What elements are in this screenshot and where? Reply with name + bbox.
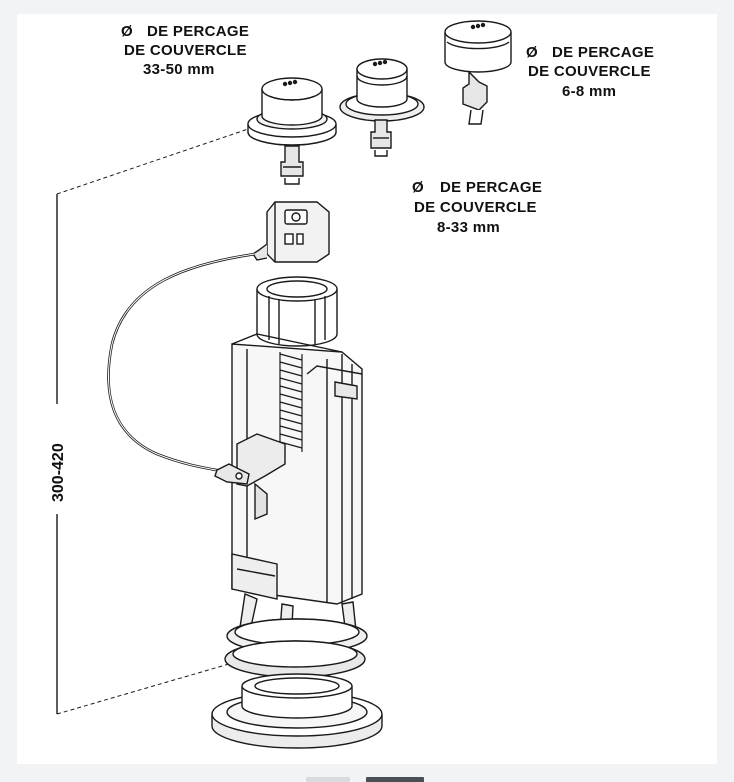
callout-c: Ø DE PERCAGE DE COUVERCLE 8-33 mm (412, 179, 542, 236)
seal-rings (224, 618, 368, 678)
diagram-canvas: Ø DE PERCAGE DE COUVERCLE 33-50 mm Ø DE … (17, 14, 717, 764)
callout-c-range: 8-33 mm (437, 219, 500, 236)
flush-cable-highlight (107, 253, 256, 473)
callout-a-symbol: Ø (121, 23, 133, 40)
callout-a-range: 33-50 mm (143, 61, 215, 78)
callout-a: Ø DE PERCAGE DE COUVERCLE 33-50 mm (121, 23, 249, 78)
valve-body (231, 333, 363, 605)
gallery-thumbnail-2-active[interactable] (366, 777, 424, 782)
viewer-bottom-bar (0, 764, 734, 782)
dimension-label-mask (48, 404, 66, 514)
dimension-extension-bottom (56, 663, 230, 715)
callout-a-line1: DE PERCAGE (147, 23, 249, 40)
callout-c-symbol: Ø (412, 179, 424, 196)
push-button-b (444, 20, 512, 125)
height-dimension-label: 300-420 (50, 443, 67, 502)
callout-b-symbol: Ø (526, 44, 538, 61)
valve-spring (279, 352, 303, 452)
callout-b-line2: DE COUVERCLE (528, 63, 651, 80)
callout-b-line1: DE PERCAGE (552, 44, 654, 61)
push-button-c (339, 58, 425, 157)
callout-b: Ø DE PERCAGE DE COUVERCLE 6-8 mm (526, 44, 654, 100)
push-button-a (247, 77, 337, 185)
bottom-flange (211, 673, 383, 749)
flush-valve-exploded-diagram: Ø DE PERCAGE DE COUVERCLE 33-50 mm Ø DE … (48, 20, 654, 749)
cable-lever (214, 463, 250, 485)
callout-c-line1: DE PERCAGE (440, 179, 542, 196)
cable-connector (252, 201, 330, 263)
top-collar (256, 276, 338, 347)
dimension-extension-top (56, 125, 258, 195)
callout-a-line2: DE COUVERCLE (124, 42, 247, 59)
gallery-thumbnail-1[interactable] (306, 777, 350, 782)
callout-c-line2: DE COUVERCLE (414, 199, 537, 216)
height-dimension (56, 125, 258, 715)
callout-b-range: 6-8 mm (562, 83, 616, 100)
